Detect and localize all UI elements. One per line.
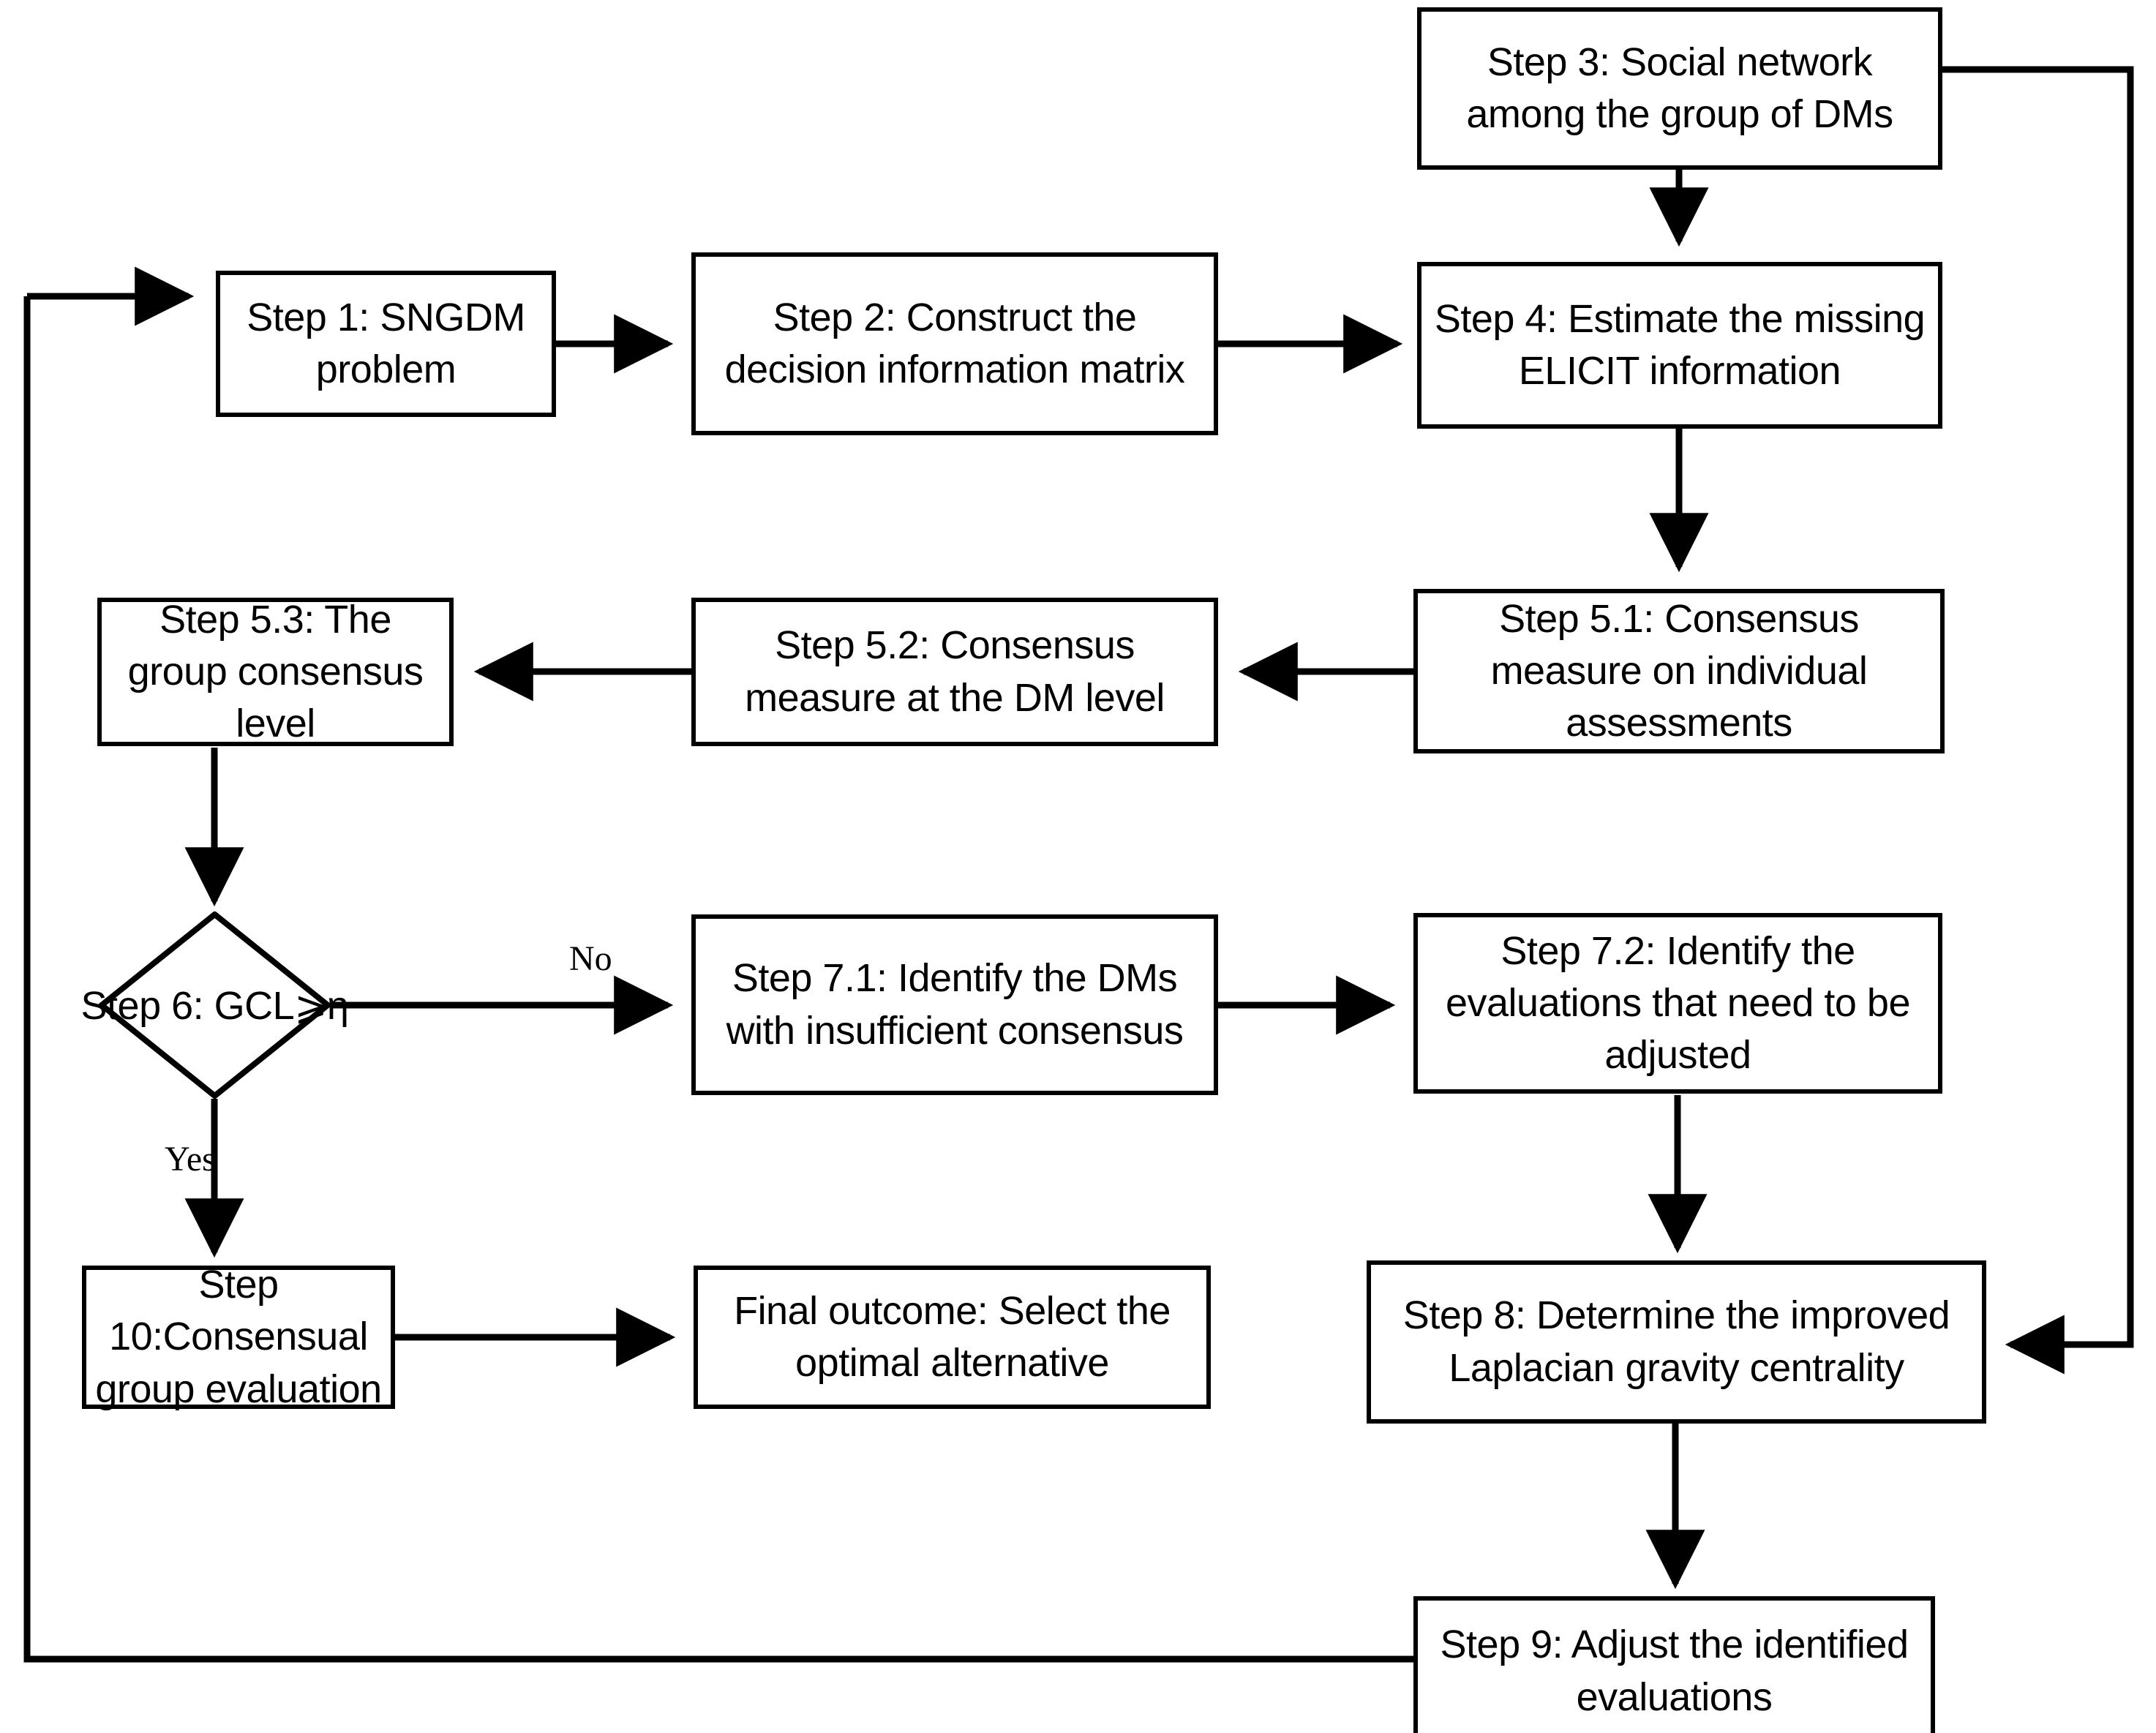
node-step8-label: Step 8: Determine the improved Laplacian… (1402, 1293, 1950, 1390)
node-step10-label: Step 10:Consensual group evaluation (95, 1263, 382, 1411)
node-step72-label: Step 7.2: Identify the evaluations that … (1445, 928, 1911, 1078)
node-step3-label: Step 3: Social network among the group o… (1466, 40, 1893, 136)
node-step72[interactable]: Step 7.2: Identify the evaluations that … (1413, 913, 1942, 1094)
node-step4-label: Step 4: Estimate the missing ELICIT info… (1434, 296, 1926, 393)
node-step2[interactable]: Step 2: Construct the decision informati… (691, 252, 1218, 435)
edge-label-yes: Yes (165, 1140, 216, 1178)
node-step51[interactable]: Step 5.1: Consensus measure on individua… (1413, 589, 1945, 753)
node-step10[interactable]: Step 10:Consensual group evaluation (82, 1263, 395, 1411)
node-step4[interactable]: Step 4: Estimate the missing ELICIT info… (1417, 262, 1942, 429)
node-final-outcome[interactable]: Final outcome: Select the optimal altern… (694, 1266, 1211, 1409)
node-step1-label: Step 1: SNGDM problem (247, 295, 525, 391)
diamond-shape (99, 911, 331, 1099)
node-final-outcome-label: Final outcome: Select the optimal altern… (734, 1288, 1171, 1385)
edge-label-no: No (569, 939, 612, 978)
node-step6-label: Step 6: GCL⩾η (80, 983, 349, 1028)
node-step9-label: Step 9: Adjust the identified evaluation… (1440, 1623, 1909, 1719)
node-step3[interactable]: Step 3: Social network among the group o… (1417, 7, 1942, 170)
node-step52-label: Step 5.2: Consensus measure at the DM le… (745, 623, 1165, 720)
node-step6[interactable]: Step 6: GCL⩾η (81, 911, 349, 1099)
edge-step3-step8 (1942, 66, 2134, 1375)
node-step51-label: Step 5.1: Consensus measure on individua… (1490, 596, 1868, 745)
node-step53[interactable]: Step 5.3: The group consensus level (97, 598, 454, 746)
node-step52[interactable]: Step 5.2: Consensus measure at the DM le… (691, 598, 1218, 746)
node-step8[interactable]: Step 8: Determine the improved Laplacian… (1367, 1260, 1986, 1424)
node-step1[interactable]: Step 1: SNGDM problem (216, 271, 556, 417)
node-step53-label: Step 5.3: The group consensus level (127, 597, 424, 746)
node-step71-label: Step 7.1: Identify the DMs with insuffic… (726, 956, 1184, 1053)
node-step9[interactable]: Step 9: Adjust the identified evaluation… (1413, 1596, 1935, 1733)
node-step71[interactable]: Step 7.1: Identify the DMs with insuffic… (691, 914, 1218, 1095)
node-step2-label: Step 2: Construct the decision informati… (724, 295, 1185, 391)
